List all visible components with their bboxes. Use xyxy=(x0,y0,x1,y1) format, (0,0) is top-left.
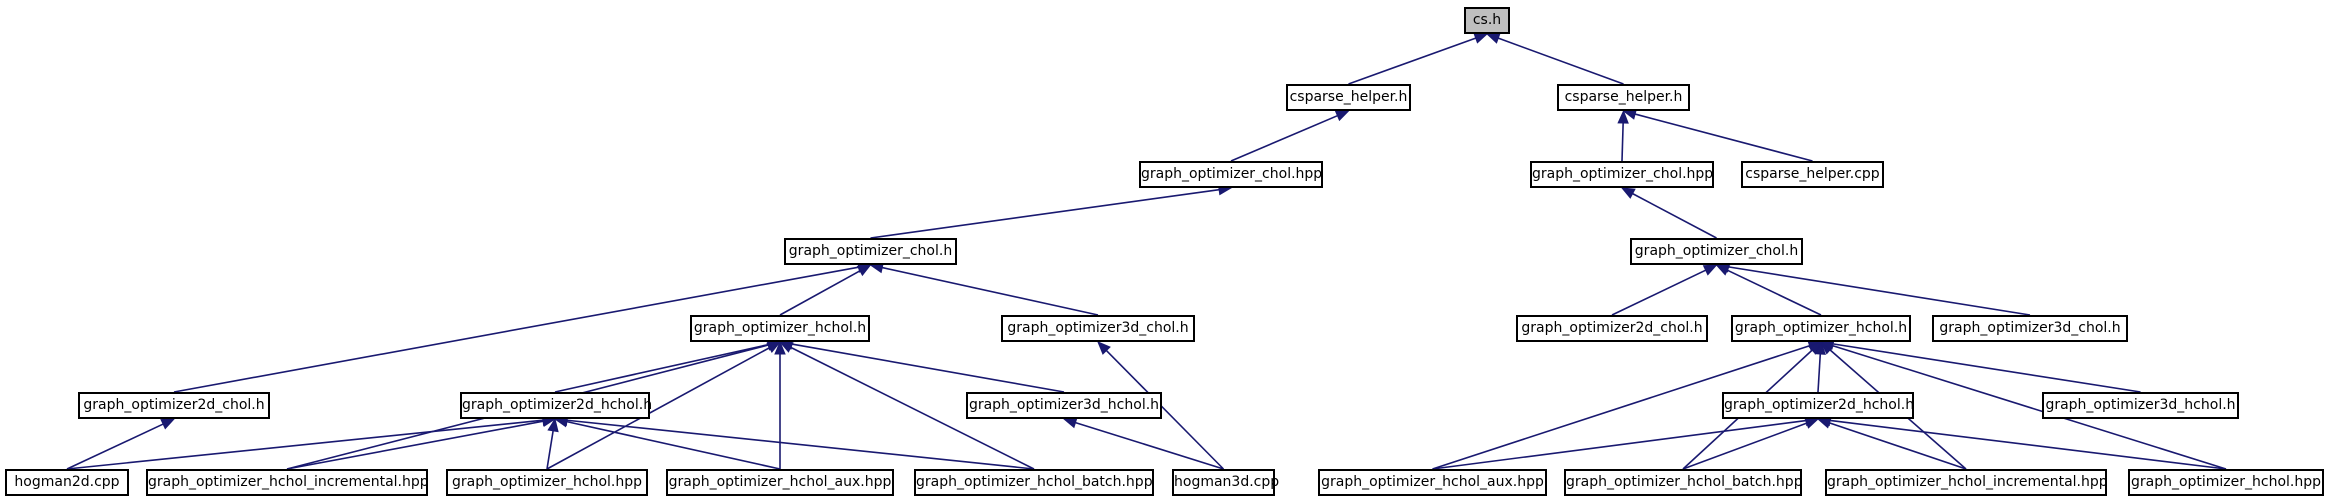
node-csparse-helper-cpp[interactable]: csparse_helper.cpp xyxy=(1741,161,1884,188)
node-graph-optimizer2d-hchol-h-left[interactable]: graph_optimizer2d_hchol.h xyxy=(460,392,652,419)
arrowhead-n20-to-n14 xyxy=(547,417,559,433)
node-csparse-helper-h-right[interactable]: csparse_helper.h xyxy=(1557,84,1690,111)
edge-n10-to-n7 xyxy=(1611,269,1707,316)
edge-n5-to-n2 xyxy=(1634,113,1813,162)
edge-n17-to-n11 xyxy=(1832,343,2141,393)
arrowhead-n3-to-n1 xyxy=(1334,110,1350,122)
arrowhead-n21-to-n8 xyxy=(774,340,786,355)
node-graph-optimizer-hchol-aux-hpp-right[interactable]: graph_optimizer_hchol_aux.hpp xyxy=(1318,469,1547,496)
arrowhead-n23-to-n15 xyxy=(1062,417,1078,429)
arrowhead-n1-to-n0 xyxy=(1473,32,1489,44)
edge-n20-to-n14 xyxy=(546,430,554,470)
edge-n1-to-n0 xyxy=(1348,37,1476,85)
node-graph-optimizer3d-chol-h-left[interactable]: graph_optimizer3d_chol.h xyxy=(1001,315,1195,342)
arrowhead-n20-to-n8 xyxy=(766,341,782,354)
edge-n24-to-n16 xyxy=(1432,419,1807,470)
node-graph-optimizer-hchol-batch-hpp-right[interactable]: graph_optimizer_hchol_batch.hpp xyxy=(1564,469,1803,496)
node-graph-optimizer-hchol-h-right[interactable]: graph_optimizer_hchol.h xyxy=(1731,315,1911,342)
node-graph-optimizer-hchol-hpp-left[interactable]: graph_optimizer_hchol.hpp xyxy=(446,469,648,496)
edge-n21-to-n14 xyxy=(566,420,781,470)
edge-n27-to-n16 xyxy=(1829,419,2227,470)
node-graph-optimizer-chol-h-right[interactable]: graph_optimizer_chol.h xyxy=(1630,238,1803,265)
arrowhead-n23-to-n9 xyxy=(1097,341,1111,355)
arrowhead-n18-to-n13 xyxy=(160,418,176,430)
edge-n18-to-n13 xyxy=(66,423,164,470)
edge-n8-to-n6 xyxy=(779,270,861,316)
node-graph-optimizer2d-hchol-h-right[interactable]: graph_optimizer2d_hchol.h xyxy=(1722,392,1914,419)
node-graph-optimizer-hchol-aux-hpp-left[interactable]: graph_optimizer_hchol_aux.hpp xyxy=(666,469,894,496)
node-graph-optimizer2d-chol-h-left[interactable]: graph_optimizer2d_chol.h xyxy=(78,392,270,419)
edge-n24-to-n11 xyxy=(1432,344,1810,470)
node-graph-optimizer-chol-h-left[interactable]: graph_optimizer_chol.h xyxy=(784,238,957,265)
node-graph-optimizer3d-chol-h-right[interactable]: graph_optimizer3d_chol.h xyxy=(1932,315,2128,342)
edge-n19-to-n14 xyxy=(286,420,544,470)
edge-n16-to-n11 xyxy=(1817,353,1822,393)
arrowhead-n25-to-n11 xyxy=(1807,341,1822,355)
edge-n2-to-n0 xyxy=(1497,37,1624,85)
edge-n4-to-n2 xyxy=(1621,122,1624,162)
edge-n9-to-n6 xyxy=(882,266,1099,316)
edge-n20-to-n8 xyxy=(546,347,770,470)
edge-n23-to-n15 xyxy=(1075,421,1224,470)
arrowhead-n4-to-n2 xyxy=(1617,109,1629,124)
node-hogman3d-cpp[interactable]: hogman3d.cpp xyxy=(1172,469,1279,496)
edge-n22-to-n8 xyxy=(790,346,1035,470)
node-graph-optimizer-hchol-batch-hpp-left[interactable]: graph_optimizer_hchol_batch.hpp xyxy=(914,469,1154,496)
node-hogman2d-cpp[interactable]: hogman2d.cpp xyxy=(5,469,129,496)
arrowhead-n2-to-n0 xyxy=(1485,32,1501,44)
edge-n26-to-n16 xyxy=(1829,422,1967,470)
edge-n6-to-n3 xyxy=(870,188,1220,239)
edge-n11-to-n7 xyxy=(1726,269,1822,316)
node-graph-optimizer-hchol-incremental-hpp-left[interactable]: graph_optimizer_hchol_incremental.hpp xyxy=(146,469,429,496)
arrowhead-n7-to-n4 xyxy=(1620,187,1636,199)
edge-n18-to-n14 xyxy=(66,419,544,470)
arrowhead-n22-to-n8 xyxy=(778,341,794,353)
node-graph-optimizer3d-hchol-h-right[interactable]: graph_optimizer3d_hchol.h xyxy=(2042,392,2239,419)
node-graph-optimizer-chol-hpp-left[interactable]: graph_optimizer_chol.hpp xyxy=(1139,161,1323,188)
node-graph-optimizer-hchol-hpp-right[interactable]: graph_optimizer_hchol.hpp xyxy=(2128,469,2324,496)
node-cs-h[interactable]: cs.h xyxy=(1464,7,1510,34)
edge-n3-to-n1 xyxy=(1230,114,1338,162)
edge-n7-to-n4 xyxy=(1632,192,1717,239)
node-graph-optimizer2d-chol-h-right[interactable]: graph_optimizer2d_chol.h xyxy=(1516,315,1708,342)
edge-n23-to-n9 xyxy=(1105,349,1225,470)
edge-n22-to-n14 xyxy=(566,419,1035,470)
node-graph-optimizer-hchol-incremental-hpp-right[interactable]: graph_optimizer_hchol_incremental.hpp xyxy=(1825,469,2108,496)
edge-n15-to-n8 xyxy=(791,343,1065,393)
edge-n14-to-n8 xyxy=(554,343,769,393)
arrowhead-n25-to-n16 xyxy=(1804,417,1820,429)
edge-n12-to-n7 xyxy=(1728,266,2031,316)
edge-n13-to-n6 xyxy=(173,266,859,393)
node-graph-optimizer-hchol-h-left[interactable]: graph_optimizer_hchol.h xyxy=(690,315,870,342)
edge-n27-to-n11 xyxy=(1832,344,2227,470)
node-graph-optimizer-chol-hpp-right[interactable]: graph_optimizer_chol.hpp xyxy=(1530,161,1714,188)
node-csparse-helper-h-left[interactable]: csparse_helper.h xyxy=(1286,84,1411,111)
node-graph-optimizer3d-hchol-h-left[interactable]: graph_optimizer3d_hchol.h xyxy=(966,392,1162,419)
arrowhead-n10-to-n7 xyxy=(1702,264,1718,276)
edge-n25-to-n16 xyxy=(1682,422,1808,470)
